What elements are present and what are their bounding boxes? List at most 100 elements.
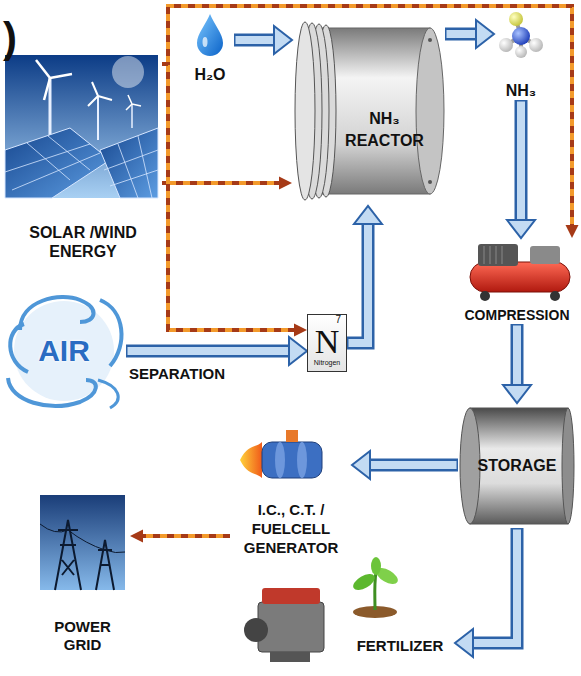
solar-wind-picture — [5, 55, 158, 198]
turbine-blades — [36, 60, 72, 100]
turbine-blades — [88, 82, 112, 106]
atom — [529, 38, 543, 52]
compressor-motor — [478, 244, 518, 266]
arrow-shaft — [517, 102, 525, 223]
turbine-tower — [97, 96, 99, 140]
arrow-shaft — [349, 222, 369, 343]
node-label: FERTILIZER — [357, 637, 444, 655]
engine-pulley — [244, 618, 268, 642]
nitrogen-element-box: 7NNitrogen — [307, 314, 347, 372]
reactor-end — [416, 28, 444, 194]
sun-glow — [112, 56, 144, 88]
swirl — [100, 300, 121, 366]
storage-picture — [460, 408, 574, 524]
turbine-ring — [275, 442, 285, 478]
engine-cover — [262, 588, 320, 604]
engine-base — [270, 652, 310, 662]
node-label: N — [315, 325, 340, 359]
leaf — [351, 571, 378, 593]
turbine-tower — [131, 104, 133, 128]
arrow-shaft — [141, 534, 230, 538]
atom — [512, 27, 530, 45]
energy-supply-arrow — [162, 64, 307, 337]
node-label: POWER GRID — [47, 618, 119, 656]
node-label: I.C., C.T. / FUELCELL GENERATOR — [234, 501, 348, 557]
arrow-head — [566, 225, 579, 238]
node-label: NH₃ — [506, 81, 537, 100]
node-label: H₂O — [194, 65, 225, 84]
panel-grid — [104, 136, 158, 198]
atom — [515, 46, 527, 58]
arrow-outline — [126, 345, 291, 358]
compressor: COMPRESSION — [458, 238, 576, 324]
arrow-head — [352, 451, 370, 479]
solar-panel — [5, 128, 110, 198]
flow-arrow — [126, 337, 307, 365]
storage-tank: STORAGE — [458, 403, 576, 528]
node-label: SOLAR /WIND ENERGY — [21, 223, 145, 261]
arrow-outline — [515, 100, 528, 222]
air-glow — [14, 301, 114, 401]
flow-arrow — [455, 528, 517, 657]
arrow-head — [455, 629, 473, 657]
arrow-head — [354, 206, 382, 224]
sky — [5, 55, 158, 198]
ammonia-molecule — [499, 12, 543, 58]
compressor-tank — [470, 262, 570, 292]
arrow-shaft — [162, 6, 572, 227]
arrow-head — [130, 530, 143, 543]
arrow-head — [289, 337, 307, 365]
drop-shape — [197, 14, 223, 56]
swirl — [10, 324, 28, 372]
panel-grid — [5, 136, 100, 190]
arrow-shaft-dash — [162, 181, 281, 185]
arrow-shaft-dash — [141, 534, 230, 538]
motor-fins — [484, 246, 502, 264]
sky — [40, 495, 125, 590]
compressor-picture — [470, 244, 570, 301]
arrow-head — [274, 26, 292, 54]
flow-arrow — [234, 26, 292, 54]
node-label: NH₃ REACTOR — [333, 108, 437, 151]
generator: I.C., C.T. / FUELCELL GENERATOR — [230, 425, 352, 668]
arrow-head — [294, 324, 307, 337]
reactor-picture — [295, 22, 444, 200]
arrow-shaft — [368, 461, 457, 469]
edge-label: SEPARATION — [128, 365, 226, 382]
flow-arrow — [445, 20, 494, 48]
node-label: AIR — [38, 333, 90, 369]
arrow-head — [476, 20, 494, 48]
wheel — [550, 291, 560, 301]
tank-end — [562, 408, 574, 524]
leaf — [371, 557, 381, 575]
flame — [240, 442, 262, 478]
arrow-outline — [368, 459, 458, 472]
bolt — [428, 38, 432, 42]
power-wire — [40, 524, 125, 553]
reactor: NH₃ REACTOR — [292, 14, 445, 206]
energy-source: SOLAR /WIND ENERGY — [4, 55, 162, 263]
arrow-shaft — [471, 530, 517, 644]
power-grid: POWER GRID — [35, 492, 130, 655]
fertilizer-use: FERTILIZER — [345, 552, 455, 655]
belt-guard — [530, 246, 560, 264]
drop-shine — [203, 37, 208, 47]
flow-arrow — [347, 206, 382, 343]
arrow-head — [279, 177, 292, 190]
swirl — [8, 378, 96, 406]
node-label: COMPRESSION — [464, 307, 569, 324]
node-label: STORAGE — [478, 456, 557, 475]
swirl — [98, 380, 118, 408]
arrow-shaft — [128, 347, 292, 355]
arrow-shaft — [513, 326, 521, 388]
atom — [499, 38, 513, 52]
arrow-head — [503, 385, 531, 403]
turbine-ring — [297, 442, 307, 478]
energy-supply-arrow — [162, 6, 579, 238]
water-drop — [197, 14, 223, 56]
arrow-outline — [471, 528, 517, 643]
flow-arrow — [352, 451, 458, 479]
turbine-body — [262, 442, 322, 478]
